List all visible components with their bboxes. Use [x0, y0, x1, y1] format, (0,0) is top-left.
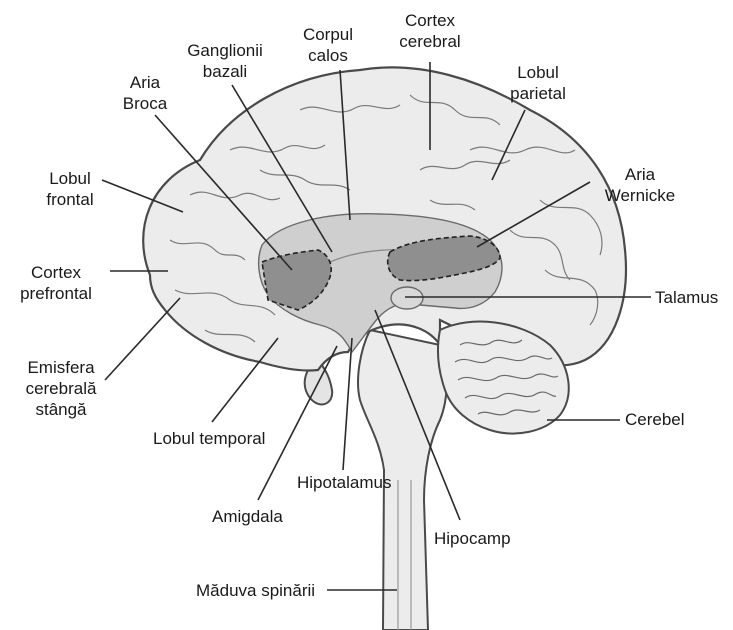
label-cerebel: Cerebel: [625, 409, 685, 430]
label-amigdala: Amigdala: [212, 506, 283, 527]
label-hipocamp: Hipocamp: [434, 528, 511, 549]
label-hipotalamus: Hipotalamus: [297, 472, 392, 493]
label-maduva-spinarii: Măduva spinării: [196, 580, 315, 601]
thalamus: [391, 287, 423, 309]
label-talamus: Talamus: [655, 287, 718, 308]
label-lobul-temporal: Lobul temporal: [153, 428, 265, 449]
